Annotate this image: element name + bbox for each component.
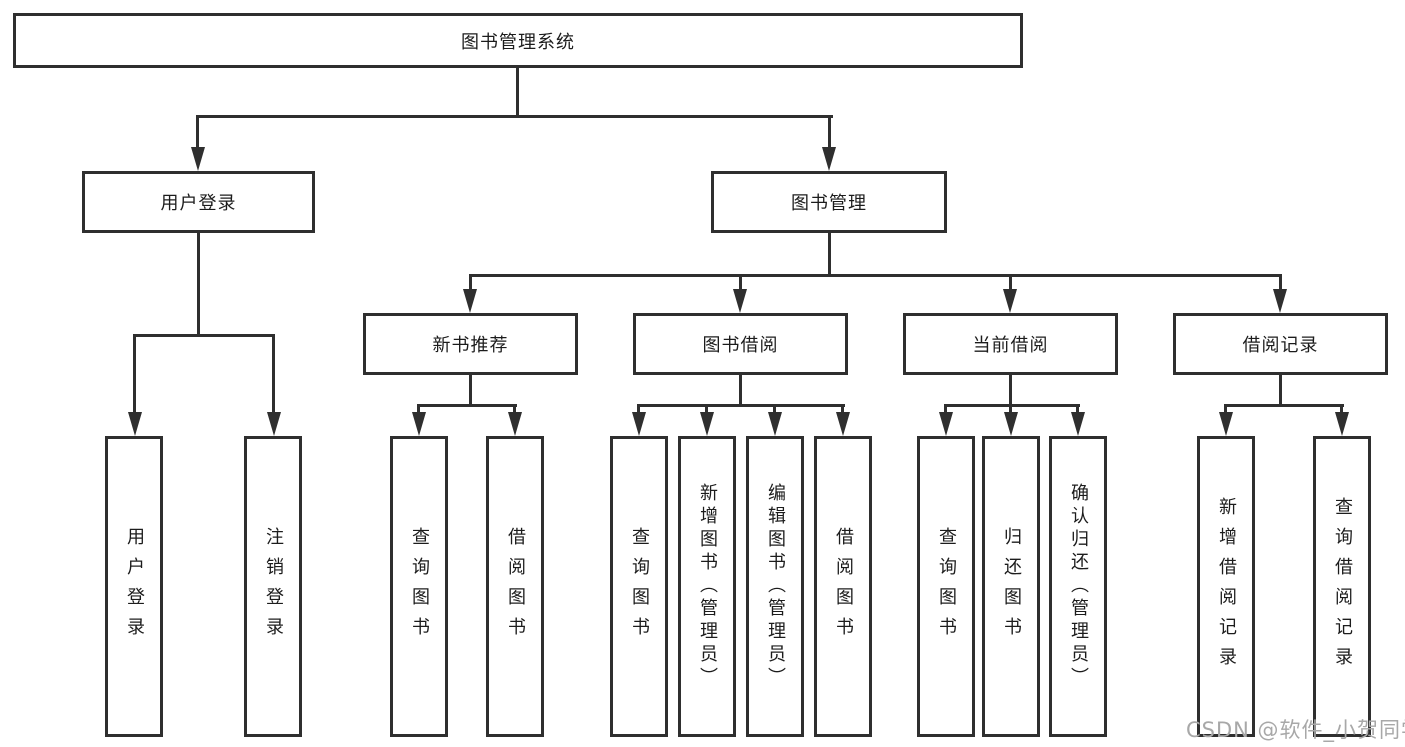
arrowhead-down-icon	[1071, 412, 1085, 436]
node-label: 新书推荐	[432, 335, 509, 356]
connector-line	[197, 233, 200, 336]
arrowhead-down-icon	[1004, 412, 1018, 436]
arrowhead-down-icon	[1273, 289, 1287, 313]
node-label: 当前借阅	[972, 335, 1049, 356]
connector-line	[828, 115, 831, 148]
node-label: 注销登录	[263, 526, 284, 647]
node-label: 查询图书	[629, 526, 650, 647]
connector-line	[705, 404, 708, 414]
connector-line	[841, 404, 844, 414]
arrowhead-down-icon	[412, 412, 426, 436]
node-label: 编辑图书（管理员）	[765, 483, 786, 690]
connector-line	[1009, 274, 1012, 290]
node-leaf-borrow-books: 借阅图书	[486, 436, 544, 737]
connector-line	[196, 115, 199, 148]
node-book-borrow: 图书借阅	[633, 313, 848, 375]
arrowhead-down-icon	[128, 412, 142, 436]
node-new-book-recommend: 新书推荐	[363, 313, 578, 375]
arrowhead-down-icon	[836, 412, 850, 436]
connector-line	[739, 375, 742, 406]
connector-line	[513, 404, 516, 414]
connector-line	[828, 233, 831, 276]
node-label: 新增图书（管理员）	[697, 483, 718, 690]
connector-line	[1279, 274, 1282, 290]
node-leaf-logout: 注销登录	[244, 436, 302, 737]
arrowhead-down-icon	[1219, 412, 1233, 436]
node-label: 图书管理系统	[461, 31, 575, 53]
connector-line	[417, 404, 517, 407]
node-leaf-return-books: 归还图书	[982, 436, 1040, 737]
node-leaf-add-borrow-record: 新增借阅记录	[1197, 436, 1255, 737]
node-user-login: 用户登录	[82, 171, 315, 233]
node-label: 借阅图书	[833, 526, 854, 647]
connector-line	[944, 404, 1080, 407]
connector-line	[272, 334, 275, 414]
node-leaf-confirm-return-admin: 确认归还（管理员）	[1049, 436, 1107, 737]
connector-line	[469, 375, 472, 406]
arrowhead-down-icon	[1003, 289, 1017, 313]
node-label: 查询图书	[409, 526, 430, 647]
node-book-management: 图书管理	[711, 171, 947, 233]
arrowhead-down-icon	[1335, 412, 1349, 436]
connector-line	[516, 68, 519, 117]
arrowhead-down-icon	[939, 412, 953, 436]
node-leaf-query-books: 查询图书	[610, 436, 668, 737]
connector-line	[469, 274, 1282, 277]
connector-line	[1224, 404, 1344, 407]
node-borrow-records: 借阅记录	[1173, 313, 1388, 375]
node-leaf-borrow-books: 借阅图书	[814, 436, 872, 737]
node-label: 查询图书	[936, 526, 957, 647]
arrowhead-down-icon	[267, 412, 281, 436]
node-label: 用户登录	[160, 193, 237, 214]
node-label: 图书管理	[791, 193, 867, 214]
node-leaf-user-login: 用户登录	[105, 436, 163, 737]
connector-line	[773, 404, 776, 414]
connector-line	[739, 274, 742, 290]
connector-line	[1279, 375, 1282, 406]
connector-line	[1009, 404, 1012, 414]
node-label: 确认归还（管理员）	[1068, 483, 1089, 690]
arrowhead-down-icon	[733, 289, 747, 313]
node-leaf-edit-book-admin: 编辑图书（管理员）	[746, 436, 804, 737]
connector-line	[1076, 404, 1079, 414]
node-label: 借阅图书	[505, 526, 526, 647]
connector-line	[1340, 404, 1343, 414]
node-label: 查询借阅记录	[1332, 496, 1353, 677]
node-current-borrow: 当前借阅	[903, 313, 1118, 375]
arrowhead-down-icon	[700, 412, 714, 436]
connector-line	[417, 404, 420, 414]
connector-line	[1009, 375, 1012, 406]
node-label: 用户登录	[124, 526, 145, 647]
node-label: 借阅记录	[1242, 335, 1319, 356]
node-leaf-add-book-admin: 新增图书（管理员）	[678, 436, 736, 737]
arrowhead-down-icon	[463, 289, 477, 313]
connector-line	[637, 404, 640, 414]
node-leaf-query-borrow-record: 查询借阅记录	[1313, 436, 1371, 737]
arrowhead-down-icon	[768, 412, 782, 436]
connector-line	[1224, 404, 1227, 414]
connector-line	[944, 404, 947, 414]
node-label: 图书借阅	[702, 335, 779, 356]
node-leaf-query-books: 查询图书	[917, 436, 975, 737]
connector-line	[469, 274, 472, 290]
connector-line	[133, 334, 275, 337]
arrowhead-down-icon	[632, 412, 646, 436]
node-library-system: 图书管理系统	[13, 13, 1023, 68]
connector-line	[637, 404, 845, 407]
node-label: 新增借阅记录	[1216, 496, 1237, 677]
node-leaf-query-books: 查询图书	[390, 436, 448, 737]
node-label: 归还图书	[1001, 526, 1022, 647]
csdn-watermark: CSDN @软件_小贺同学	[1186, 718, 1405, 742]
arrowhead-down-icon	[822, 147, 836, 171]
arrowhead-down-icon	[191, 147, 205, 171]
connector-line	[133, 334, 136, 414]
connector-line	[196, 115, 833, 118]
arrowhead-down-icon	[508, 412, 522, 436]
